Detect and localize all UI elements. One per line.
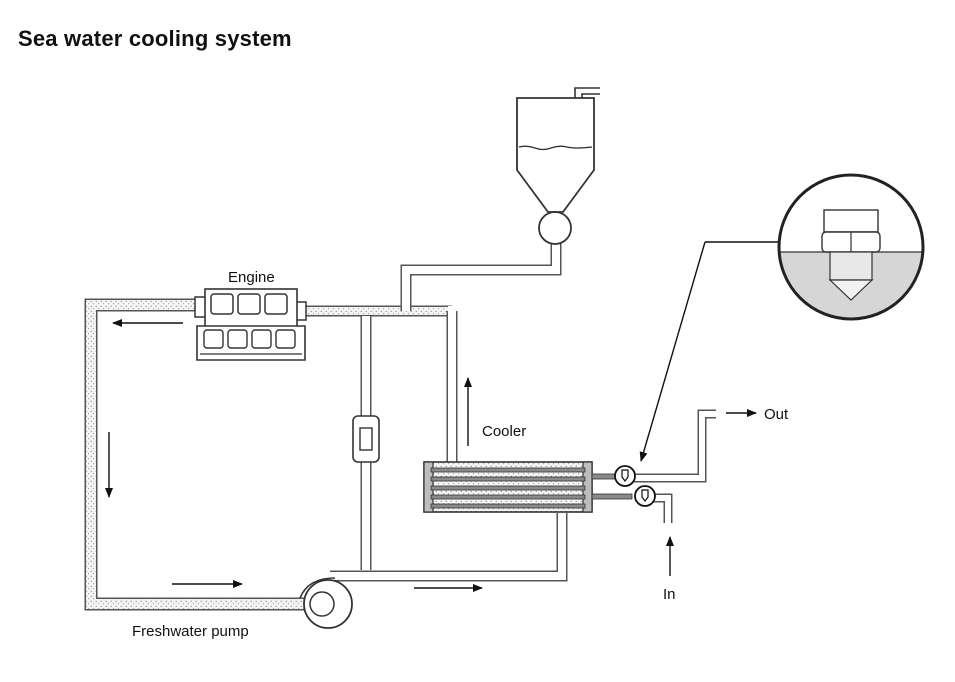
sea-water-out-pipe <box>630 409 716 483</box>
cooler-label: Cooler <box>482 423 526 440</box>
engine <box>194 288 307 361</box>
engine-label: Engine <box>228 269 275 286</box>
freshwater-pump <box>299 577 353 629</box>
zinc-anode-out <box>614 465 636 487</box>
flow-arrows <box>105 319 757 592</box>
thermostat-valve <box>352 415 380 463</box>
page-title: Sea water cooling system <box>18 26 292 51</box>
freshwater-loop-pipe <box>84 298 452 611</box>
cooler-heat-exchanger <box>423 461 633 513</box>
sea-water-in-pipe <box>650 493 673 523</box>
expansion-tank <box>516 87 600 245</box>
in-label: In <box>663 586 676 603</box>
return-pipe <box>330 513 568 582</box>
out-label: Out <box>764 406 789 423</box>
zinc-anode-in <box>634 485 656 507</box>
freshwater-pump-label: Freshwater pump <box>132 623 249 640</box>
expansion-tank-pipe <box>400 242 562 311</box>
